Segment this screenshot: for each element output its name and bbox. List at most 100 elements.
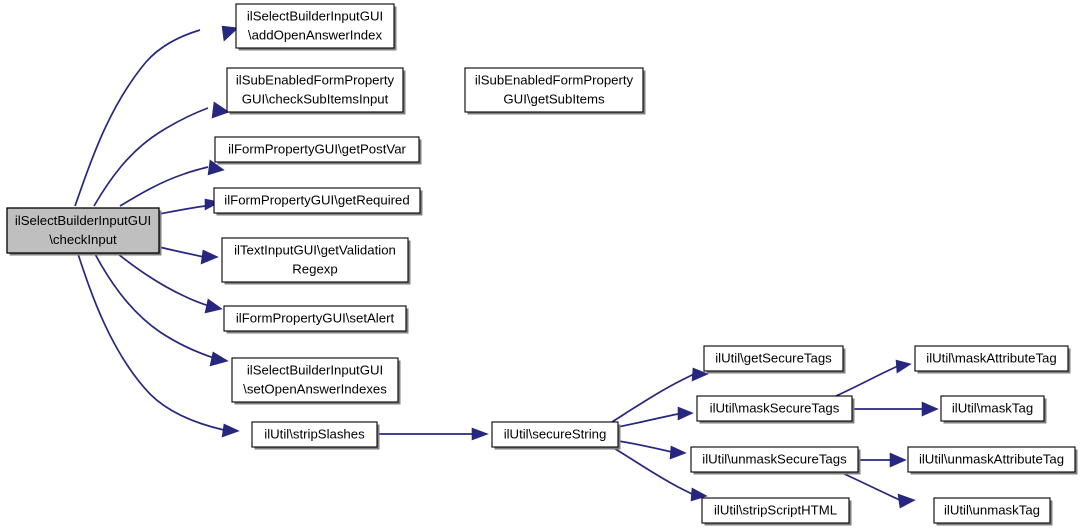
node-label-line1: ilSelectBuilderInputGUI	[247, 362, 383, 377]
node-box[interactable]	[231, 357, 399, 403]
node-unmaskSecureTags[interactable]: ilUtil\unmaskSecureTags	[690, 446, 861, 475]
node-unmaskTag[interactable]: ilUtil\unmaskTag	[933, 497, 1053, 526]
node-label-line2: \addOpenAnswerIndex	[248, 27, 383, 42]
node-addOpenAnswerIndex[interactable]: ilSelectBuilderInputGUI \addOpenAnswerInd…	[235, 3, 397, 51]
call-edge-secureString-to-stripScriptHTML	[611, 446, 708, 502]
edge-line	[835, 365, 899, 397]
node-box[interactable]	[933, 497, 1051, 524]
arrowhead-icon	[207, 159, 225, 176]
node-getPostVar[interactable]: ilFormPropertyGUI\getPostVar	[214, 136, 422, 165]
node-box[interactable]	[703, 345, 844, 372]
node-box[interactable]	[464, 67, 644, 113]
node-box[interactable]	[251, 421, 378, 448]
call-edge-unmaskSecureTags-to-unmaskTag	[839, 471, 916, 509]
node-checkSubItemsInput[interactable]: ilSubEnabledFormPropertyGUI\checkSubItem…	[226, 67, 406, 115]
node-box[interactable]	[907, 446, 1076, 473]
call-edge-checkInput-to-stripSlashes	[77, 253, 240, 438]
call-edge-checkInput-to-setOpenAnswerIndexes	[94, 253, 229, 367]
node-box[interactable]	[214, 136, 420, 163]
node-stripScriptHTML[interactable]: ilUtil\stripScriptHTML	[701, 497, 852, 526]
node-secureString[interactable]: ilUtil\secureString	[491, 421, 621, 450]
node-label-line1: ilSubEnabledFormProperty	[236, 72, 395, 87]
call-edge-maskSecureTags-to-maskTag	[852, 401, 939, 417]
call-edge-checkInput-to-getPostVar	[119, 159, 225, 207]
arrowhead-icon	[897, 493, 916, 509]
arrowhead-icon	[889, 452, 907, 468]
node-box[interactable]	[701, 497, 850, 524]
arrowhead-icon	[669, 445, 687, 460]
node-label-line2: GUI\checkSubItemsInput	[242, 91, 389, 106]
node-label-line1: ilUtil\getSecureTags	[715, 350, 832, 365]
node-box[interactable]	[223, 305, 407, 332]
edge-line	[158, 246, 205, 258]
node-box[interactable]	[491, 421, 619, 448]
edge-line	[93, 107, 209, 207]
edge-line	[158, 205, 206, 215]
node-box[interactable]	[221, 237, 409, 283]
node-label-line1: ilUtil\unmaskTag	[944, 502, 1040, 517]
call-edge-secureString-to-unmaskSecureTags	[617, 440, 687, 460]
arrowhead-icon	[690, 487, 708, 502]
node-box[interactable]	[696, 395, 853, 422]
call-edge-stripSlashes-to-secureString	[377, 427, 489, 441]
node-box[interactable]	[226, 67, 404, 113]
node-label-line1: ilFormPropertyGUI\getRequired	[224, 192, 409, 207]
node-unmaskAttributeTag[interactable]: ilUtil\unmaskAttributeTag	[907, 446, 1078, 475]
node-box[interactable]	[6, 207, 160, 254]
arrowhead-icon	[895, 359, 912, 374]
edge-line	[839, 471, 903, 502]
node-setAlert[interactable]: ilFormPropertyGUI\setAlert	[223, 305, 409, 334]
node-label-line1: ilSelectBuilderInputGUI	[247, 8, 383, 23]
call-edge-checkInput-to-getRequired	[158, 198, 221, 215]
node-box[interactable]	[690, 446, 859, 473]
call-edge-checkInput-to-getValidationRegexp	[158, 246, 219, 265]
node-label-line1: ilUtil\stripScriptHTML	[714, 502, 837, 517]
arrowhead-icon	[471, 427, 489, 441]
edge-line	[94, 253, 215, 359]
node-label-line2: \setOpenAnswerIndexes	[243, 381, 387, 396]
node-checkInput[interactable]: ilSelectBuilderInputGUI \checkInput	[6, 207, 162, 256]
edges-layer	[74, 25, 939, 509]
arrowhead-icon	[211, 101, 230, 119]
node-box[interactable]	[213, 187, 421, 214]
node-label-line1: ilFormPropertyGUI\getPostVar	[228, 141, 406, 156]
node-label-line1: ilUtil\stripSlashes	[264, 426, 365, 441]
node-label-line2: Regexp	[292, 261, 337, 276]
arrowhead-icon	[200, 249, 219, 265]
edge-line	[119, 166, 209, 207]
node-label-line1: ilUtil\secureString	[504, 426, 607, 441]
node-maskSecureTags[interactable]: ilUtil\maskSecureTags	[696, 395, 855, 424]
arrowhead-icon	[691, 367, 709, 382]
arrowhead-icon	[221, 25, 239, 42]
node-label-line1: ilSubEnabledFormProperty	[475, 72, 634, 87]
node-label-line1: ilSelectBuilderInputGUI	[15, 213, 151, 228]
call-edge-checkInput-to-addOpenAnswerIndex	[74, 25, 239, 207]
call-edge-secureString-to-maskSecureTags	[617, 406, 694, 428]
edge-line	[617, 440, 673, 453]
node-getRequired[interactable]: ilFormPropertyGUI\getRequired	[213, 187, 423, 216]
edge-line	[74, 29, 201, 207]
node-setOpenAnswerIndexes[interactable]: ilSelectBuilderInputGUI \setOpenAnswerInd…	[231, 357, 401, 405]
edge-line	[117, 253, 210, 307]
node-maskAttributeTag[interactable]: ilUtil\maskAttributeTag	[914, 345, 1071, 374]
call-edge-secureString-to-getSecureTags	[611, 367, 709, 423]
node-stripSlashes[interactable]: ilUtil\stripSlashes	[251, 421, 380, 450]
call-edge-unmaskSecureTags-to-unmaskAttributeTag	[858, 452, 907, 468]
nodes-layer: ilSelectBuilderInputGUI\checkInputilSele…	[6, 3, 1078, 526]
node-label-line1: ilUtil\maskSecureTags	[710, 400, 840, 415]
edge-line	[611, 373, 695, 423]
node-box[interactable]	[940, 395, 1045, 422]
arrowhead-icon	[209, 351, 229, 367]
node-label-line2: GUI\getSubItems	[503, 91, 605, 106]
node-box[interactable]	[235, 3, 395, 49]
edge-line	[77, 253, 225, 431]
node-box[interactable]	[914, 345, 1069, 372]
edge-line	[617, 413, 679, 428]
node-label-line2: \checkInput	[49, 232, 117, 247]
node-getSecureTags[interactable]: ilUtil\getSecureTags	[703, 345, 846, 374]
node-maskTag[interactable]: ilUtil\maskTag	[940, 395, 1047, 424]
arrowhead-icon	[921, 401, 939, 417]
